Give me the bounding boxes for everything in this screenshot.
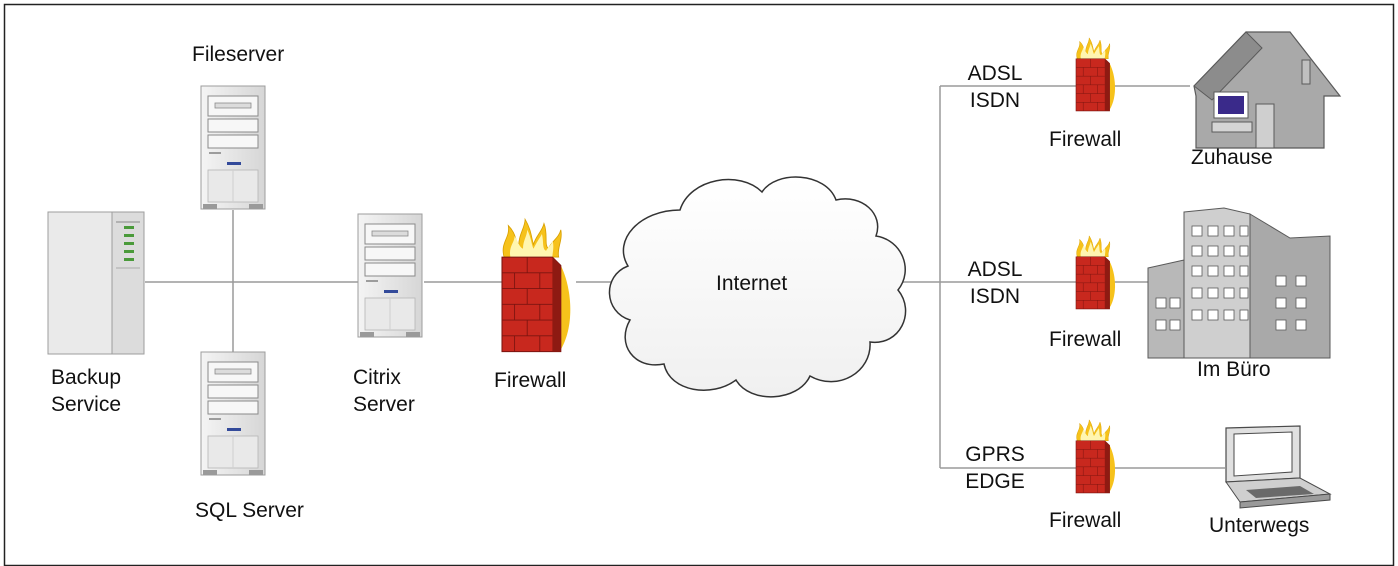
fileserver-icon <box>200 85 266 210</box>
sql-server-label: SQL Server <box>195 499 304 522</box>
house-icon <box>1193 31 1342 149</box>
mobile-link-type-2: EDGE <box>965 470 1025 493</box>
home-link-type-1: ADSL <box>967 62 1023 85</box>
mobile-link-type-1: GPRS <box>965 443 1025 466</box>
backup-rack-icon <box>47 211 145 355</box>
home-firewall-label: Firewall <box>1049 128 1122 151</box>
office-label: Im Büro <box>1197 358 1271 381</box>
fileserver-label: Fileserver <box>192 43 285 66</box>
mobile-link-label: GPRS EDGE <box>962 441 1028 495</box>
mobile-firewall-icon <box>1075 419 1116 494</box>
mobile-label: Unterwegs <box>1209 514 1310 537</box>
office-link-type-1: ADSL <box>967 258 1023 281</box>
backup-service-label-line1: Backup <box>51 366 122 389</box>
home-label: Zuhause <box>1191 146 1273 169</box>
citrix-server-label-line2: Server <box>353 393 415 416</box>
sql-server-icon <box>200 351 266 476</box>
citrix-server-icon <box>357 213 423 338</box>
mobile-firewall-label: Firewall <box>1049 509 1122 532</box>
home-link-label: ADSL ISDN <box>962 60 1028 114</box>
home-firewall-icon <box>1075 37 1116 112</box>
office-firewall-icon <box>1075 235 1116 310</box>
citrix-server-label: Citrix Server <box>353 364 415 418</box>
central-firewall-label: Firewall <box>494 369 567 392</box>
laptop-icon <box>1225 425 1332 509</box>
office-firewall-label: Firewall <box>1049 328 1122 351</box>
backup-service-label-line2: Service <box>51 393 122 416</box>
internet-label: Internet <box>716 272 788 295</box>
backup-service-label: Backup Service <box>51 364 121 418</box>
office-link-type-2: ISDN <box>969 285 1021 308</box>
central-firewall-icon <box>501 218 571 353</box>
internet-cloud-icon <box>608 176 907 398</box>
citrix-server-label-line1: Citrix <box>353 366 401 389</box>
office-link-label: ADSL ISDN <box>962 256 1028 310</box>
home-link-type-2: ISDN <box>969 89 1021 112</box>
office-building-icon <box>1147 207 1331 359</box>
